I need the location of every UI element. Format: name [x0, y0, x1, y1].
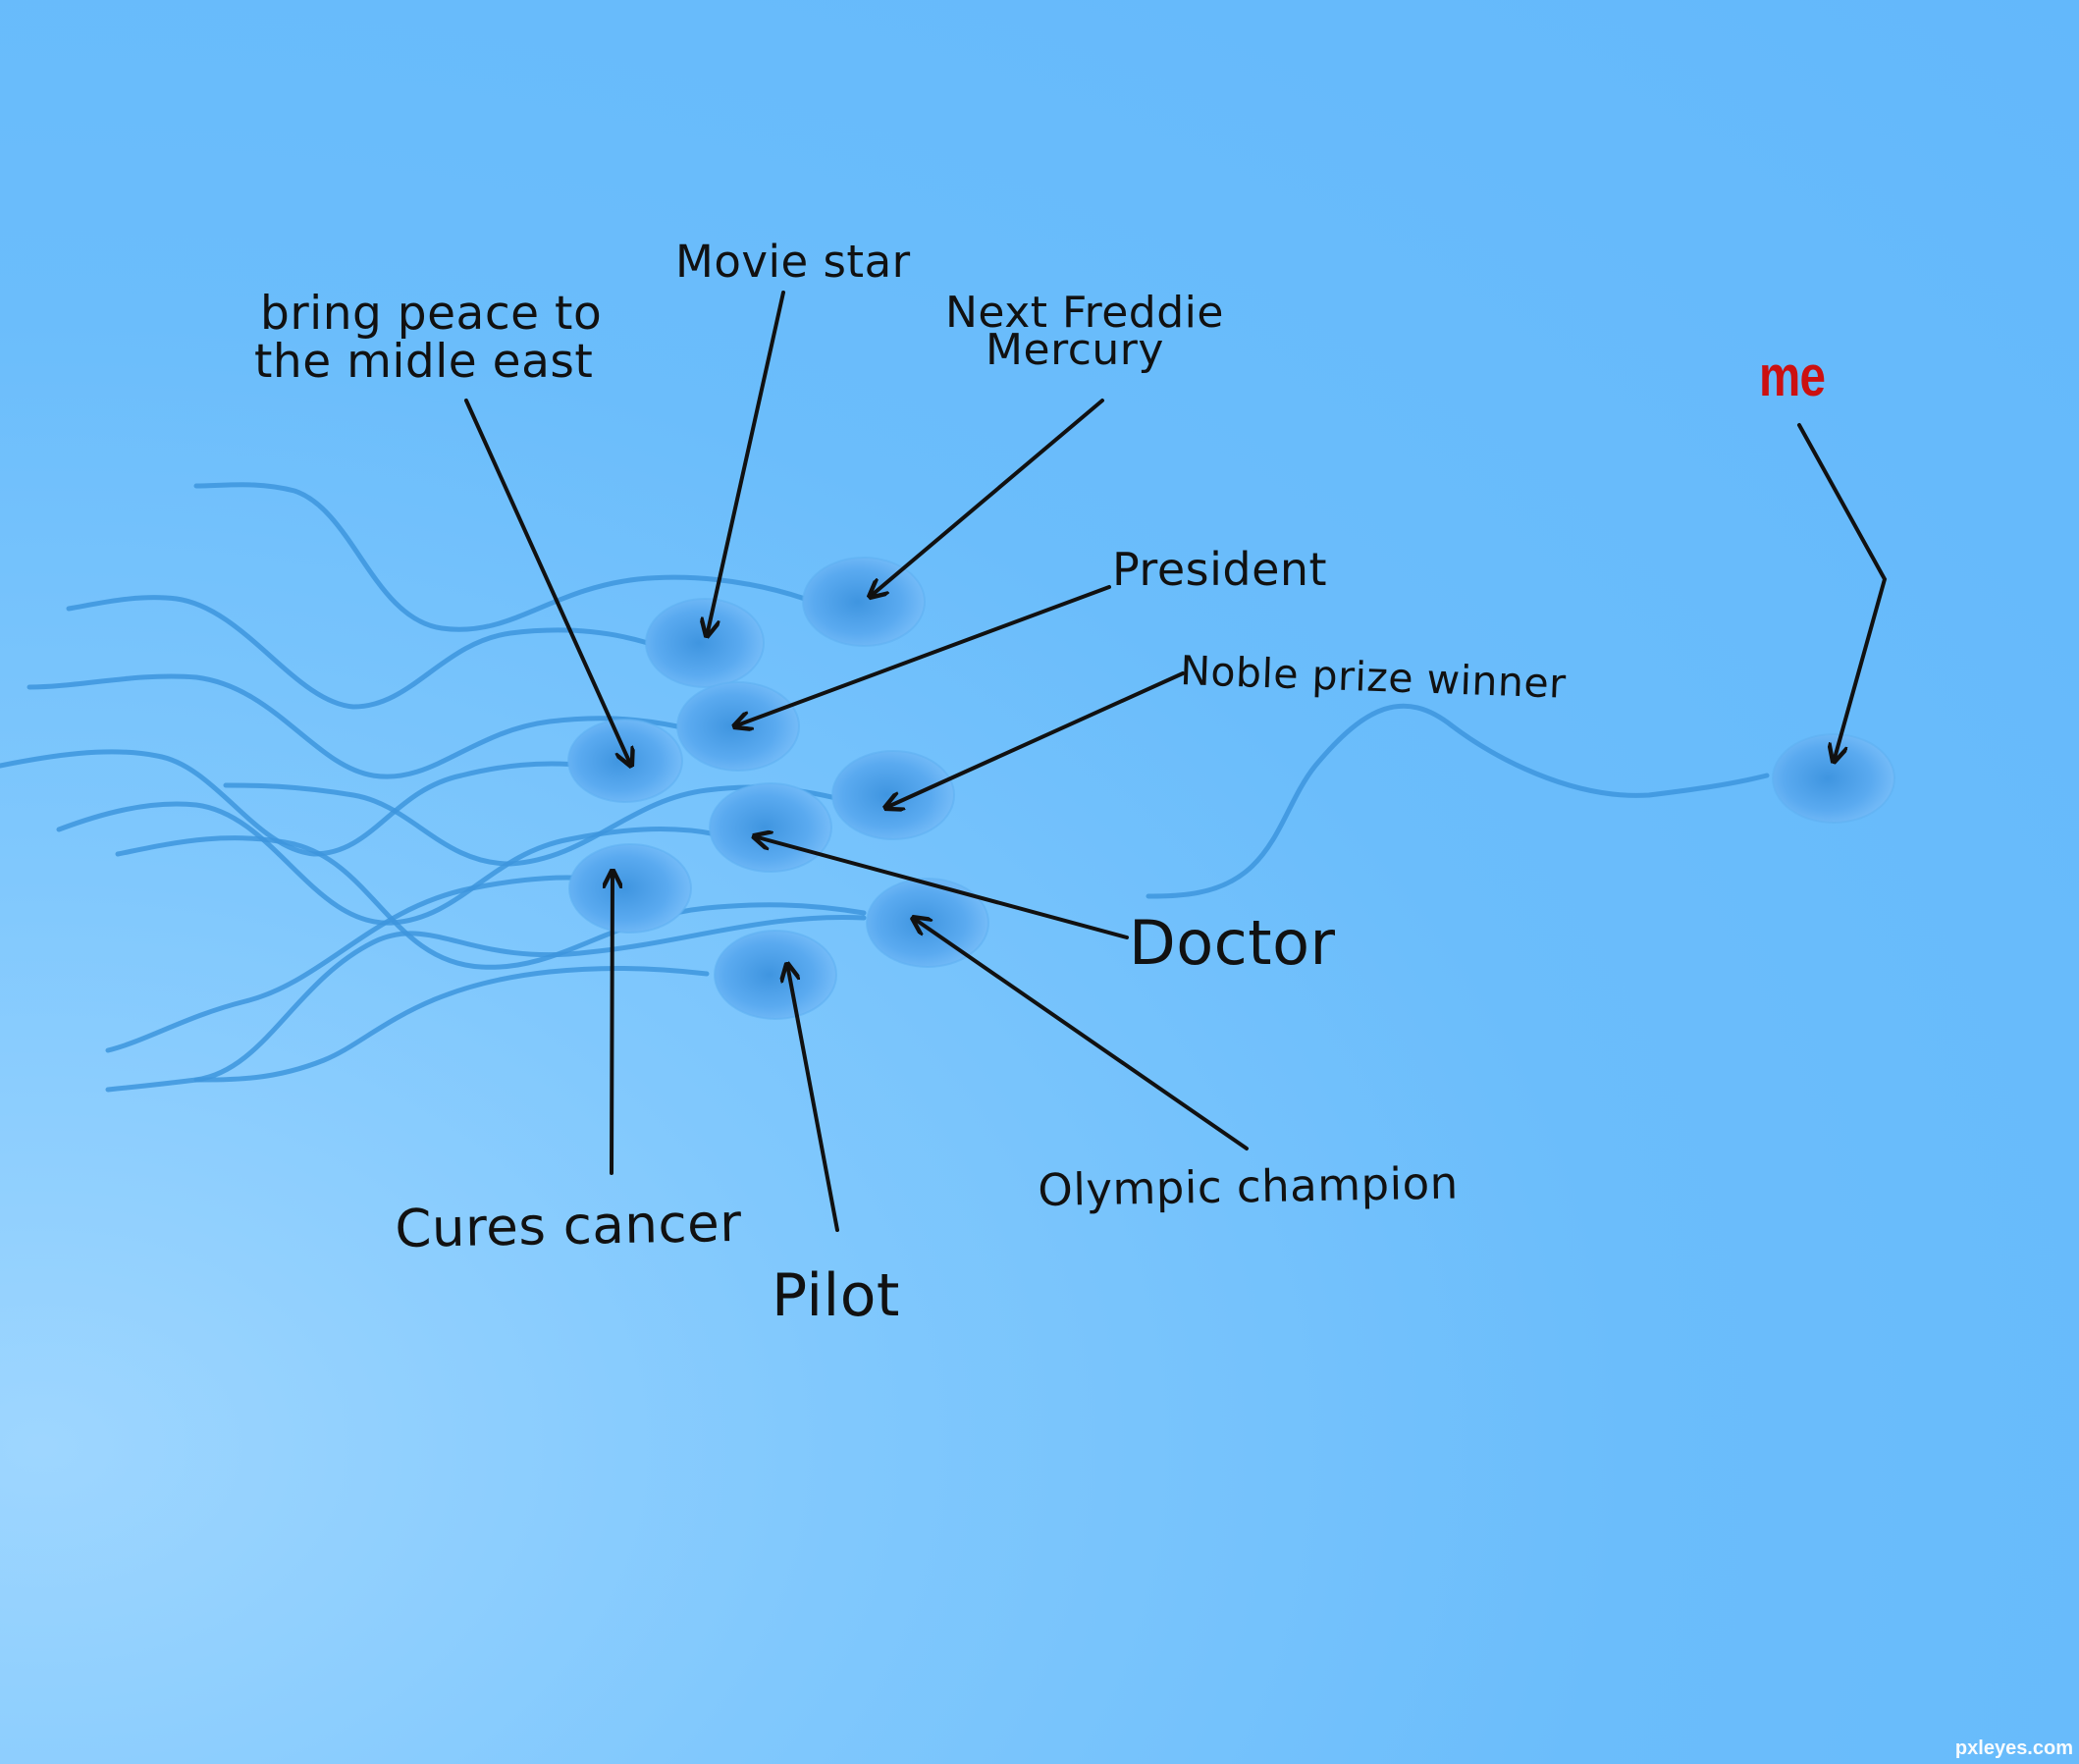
arrow-olympic [913, 918, 1249, 1150]
label-cancer: Cures cancer [394, 1193, 742, 1259]
label-doctor: Doctor [1129, 907, 1336, 979]
label-freddie-line1: Next Freddie [945, 288, 1224, 338]
arrow-peace [464, 399, 631, 766]
label-me: me [1759, 345, 1826, 408]
sperm-head [866, 878, 989, 968]
arrow-doctor [754, 836, 1129, 939]
sperm-tail [193, 482, 808, 632]
arrow-me [1797, 423, 1888, 762]
sperm-head [831, 750, 955, 840]
arrow-freddie [870, 399, 1104, 597]
label-president: President [1112, 543, 1328, 596]
sperm-head [568, 843, 692, 934]
sperm-tail [193, 965, 710, 1083]
label-pilot: Pilot [772, 1261, 900, 1330]
arrow-noble [885, 671, 1185, 808]
label-peace-line2: the midle east [254, 335, 594, 389]
sperm-head [714, 930, 837, 1020]
sperm-tail [105, 875, 621, 1053]
label-freddie: Next Freddie Mercury [945, 292, 1224, 372]
arrow-pilot [787, 964, 839, 1232]
sperm-head [567, 719, 683, 803]
label-olympic: Olympic champion [1037, 1156, 1460, 1216]
label-peace-line1: bring peace to [260, 287, 603, 341]
sperm-tail [0, 749, 592, 857]
sperm-tail [27, 673, 680, 779]
label-peace: bring peace to the midle east [254, 287, 603, 385]
sperm-head [709, 782, 832, 873]
sperm-head [802, 557, 926, 647]
label-movie-star: Movie star [675, 236, 911, 288]
sperm-tail [115, 835, 867, 970]
watermark: pxleyes.com [1954, 1737, 2073, 1759]
label-freddie-line2: Mercury [986, 325, 1164, 375]
sperm-tail [105, 914, 867, 1093]
sperm-head [645, 598, 765, 688]
sperm-head-me [1772, 733, 1895, 824]
sperm-tail [66, 595, 651, 710]
arrow-cancer [612, 871, 613, 1175]
arrow-president [734, 585, 1111, 726]
arrow-movie-star [707, 291, 785, 636]
sperm-tail [1146, 703, 1770, 899]
